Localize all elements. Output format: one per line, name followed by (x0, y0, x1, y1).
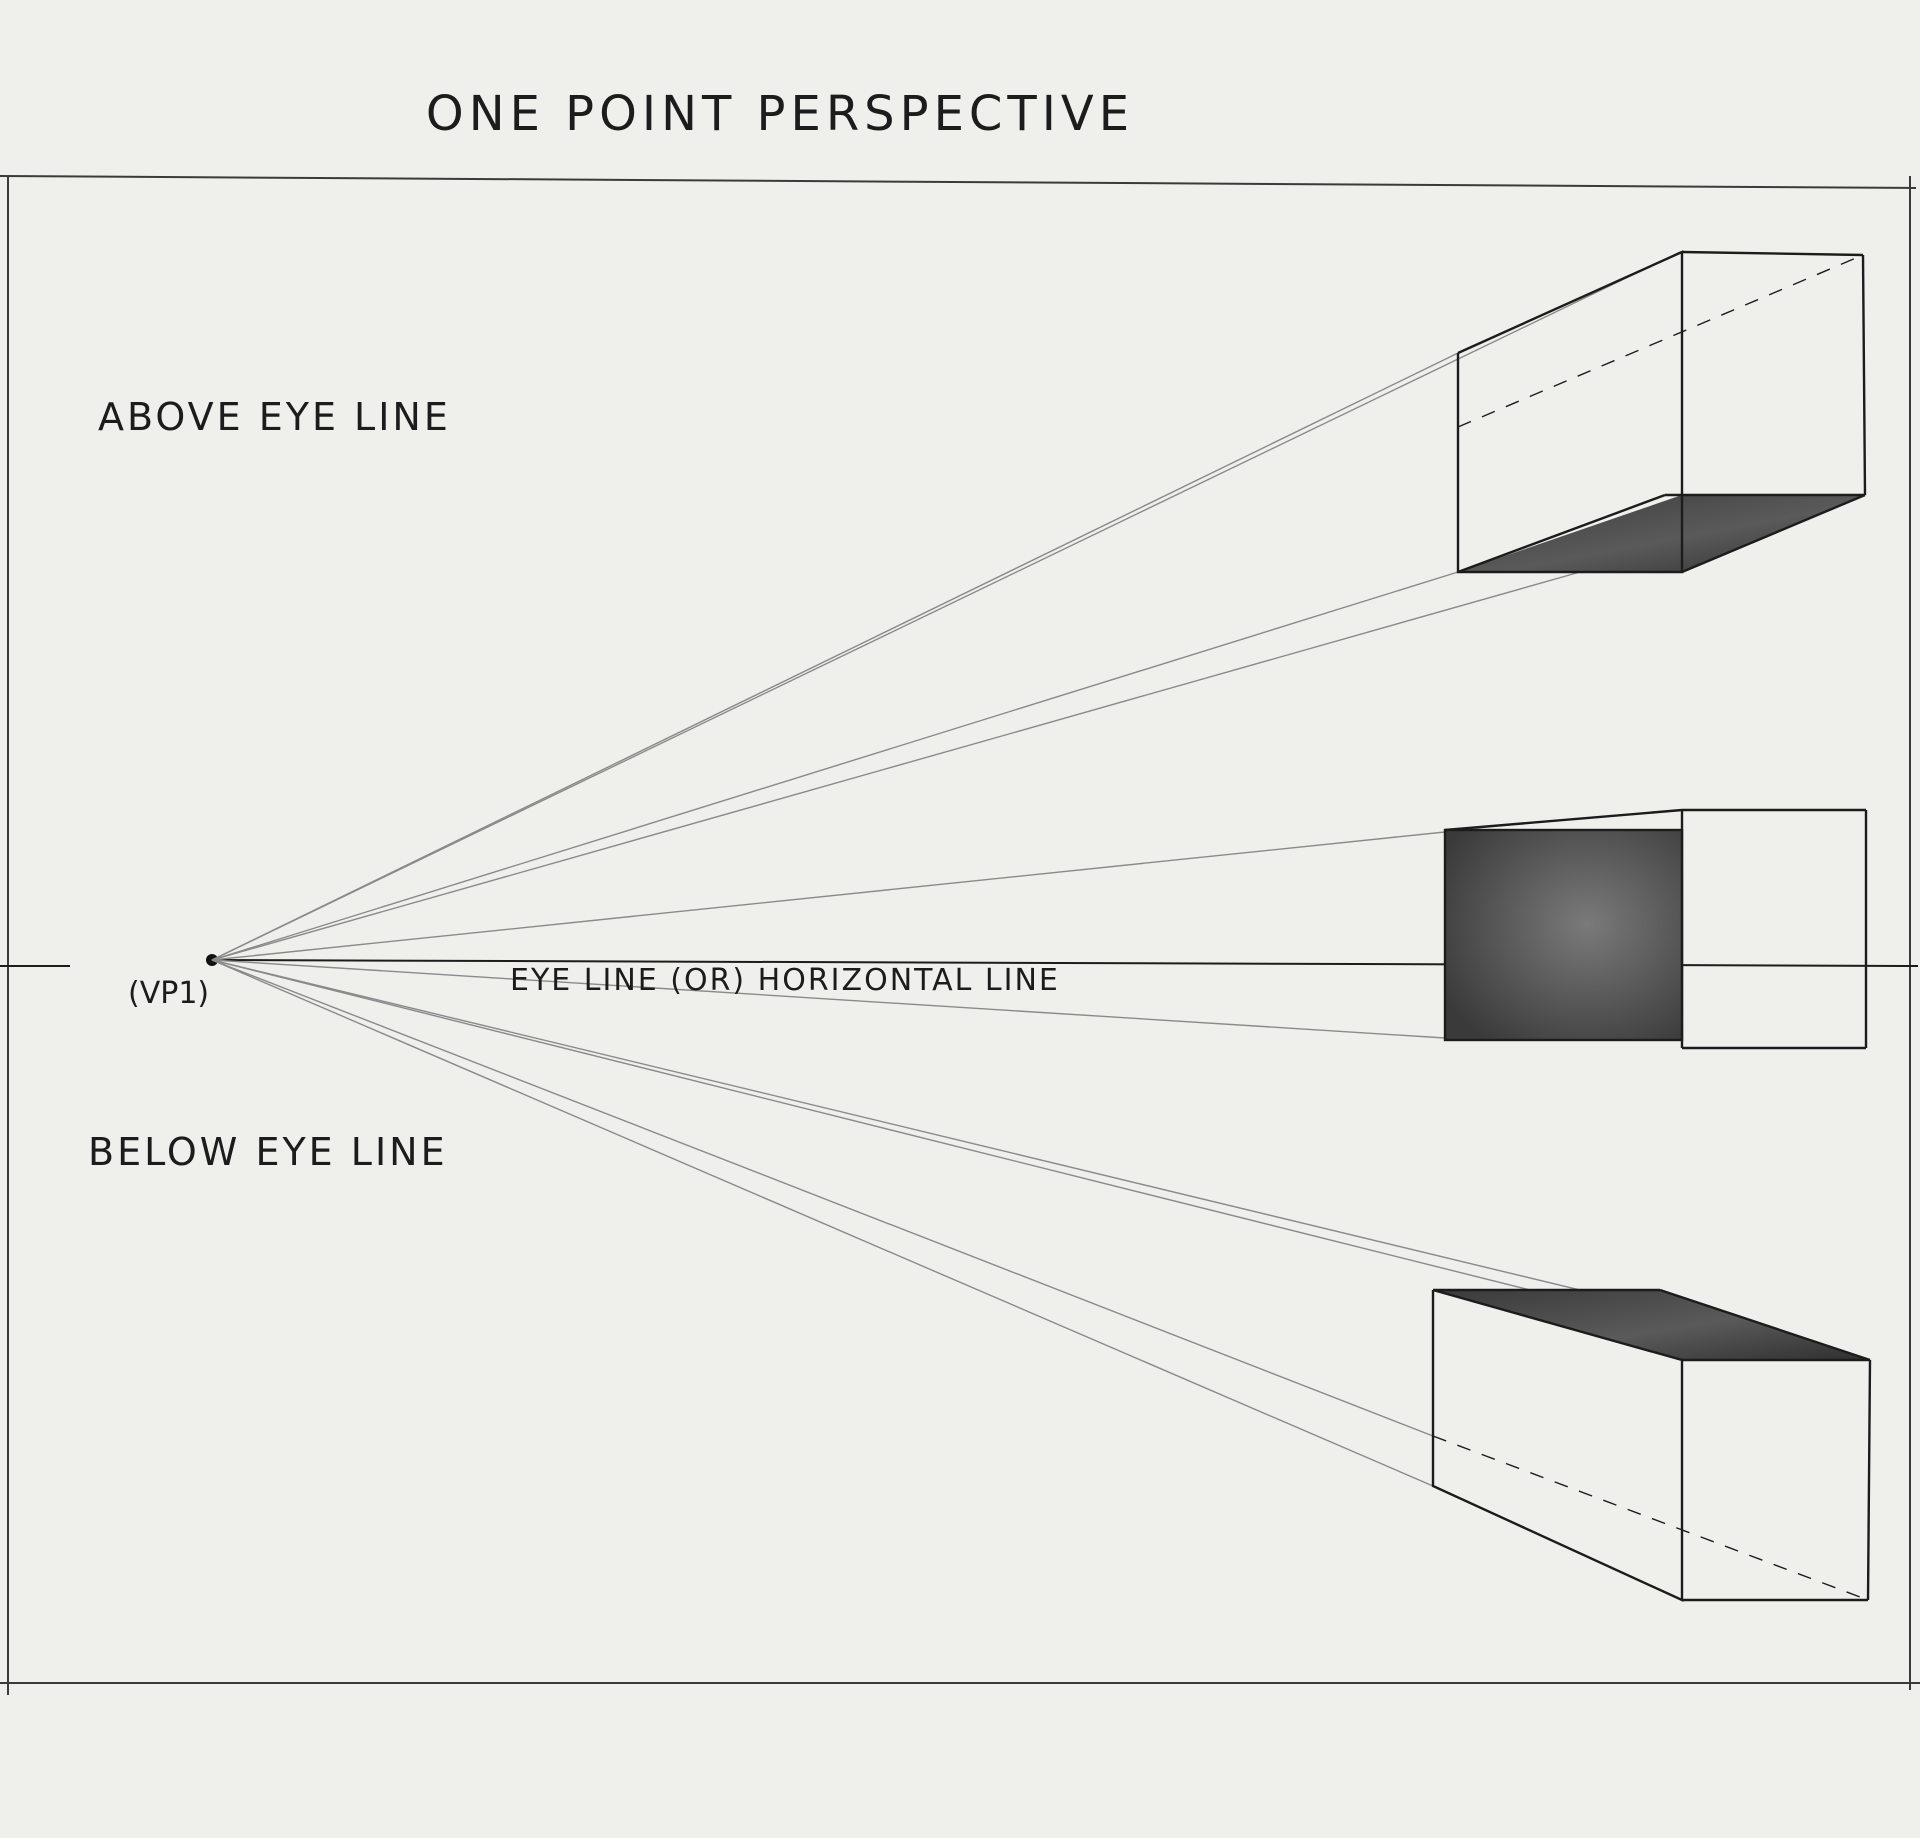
box-below-shaded-top (1433, 1290, 1870, 1360)
box-middle-shaded-face (1445, 830, 1682, 1040)
box-below-eyeline (1431, 1288, 1872, 1602)
box-above-shaded-bottom (1458, 495, 1865, 572)
frame-border (0, 175, 1920, 1695)
eyeline-label: EYE LINE (OR) HORIZONTAL LINE (510, 963, 1060, 998)
below-eyeline-label: BELOW EYE LINE (88, 1130, 448, 1174)
box-below-hidden-edge (1432, 1435, 1869, 1601)
above-eyeline-label: ABOVE EYE LINE (98, 395, 451, 439)
box-above-eyeline (1456, 250, 1867, 574)
title-text: ONE POINT PERSPECTIVE (426, 86, 1134, 142)
vanishing-point-label: (VP1) (128, 976, 209, 1011)
box-on-eyeline (1443, 808, 1868, 1050)
construction-lines (211, 251, 1871, 1487)
box-above-hidden-edge (1457, 254, 1864, 428)
